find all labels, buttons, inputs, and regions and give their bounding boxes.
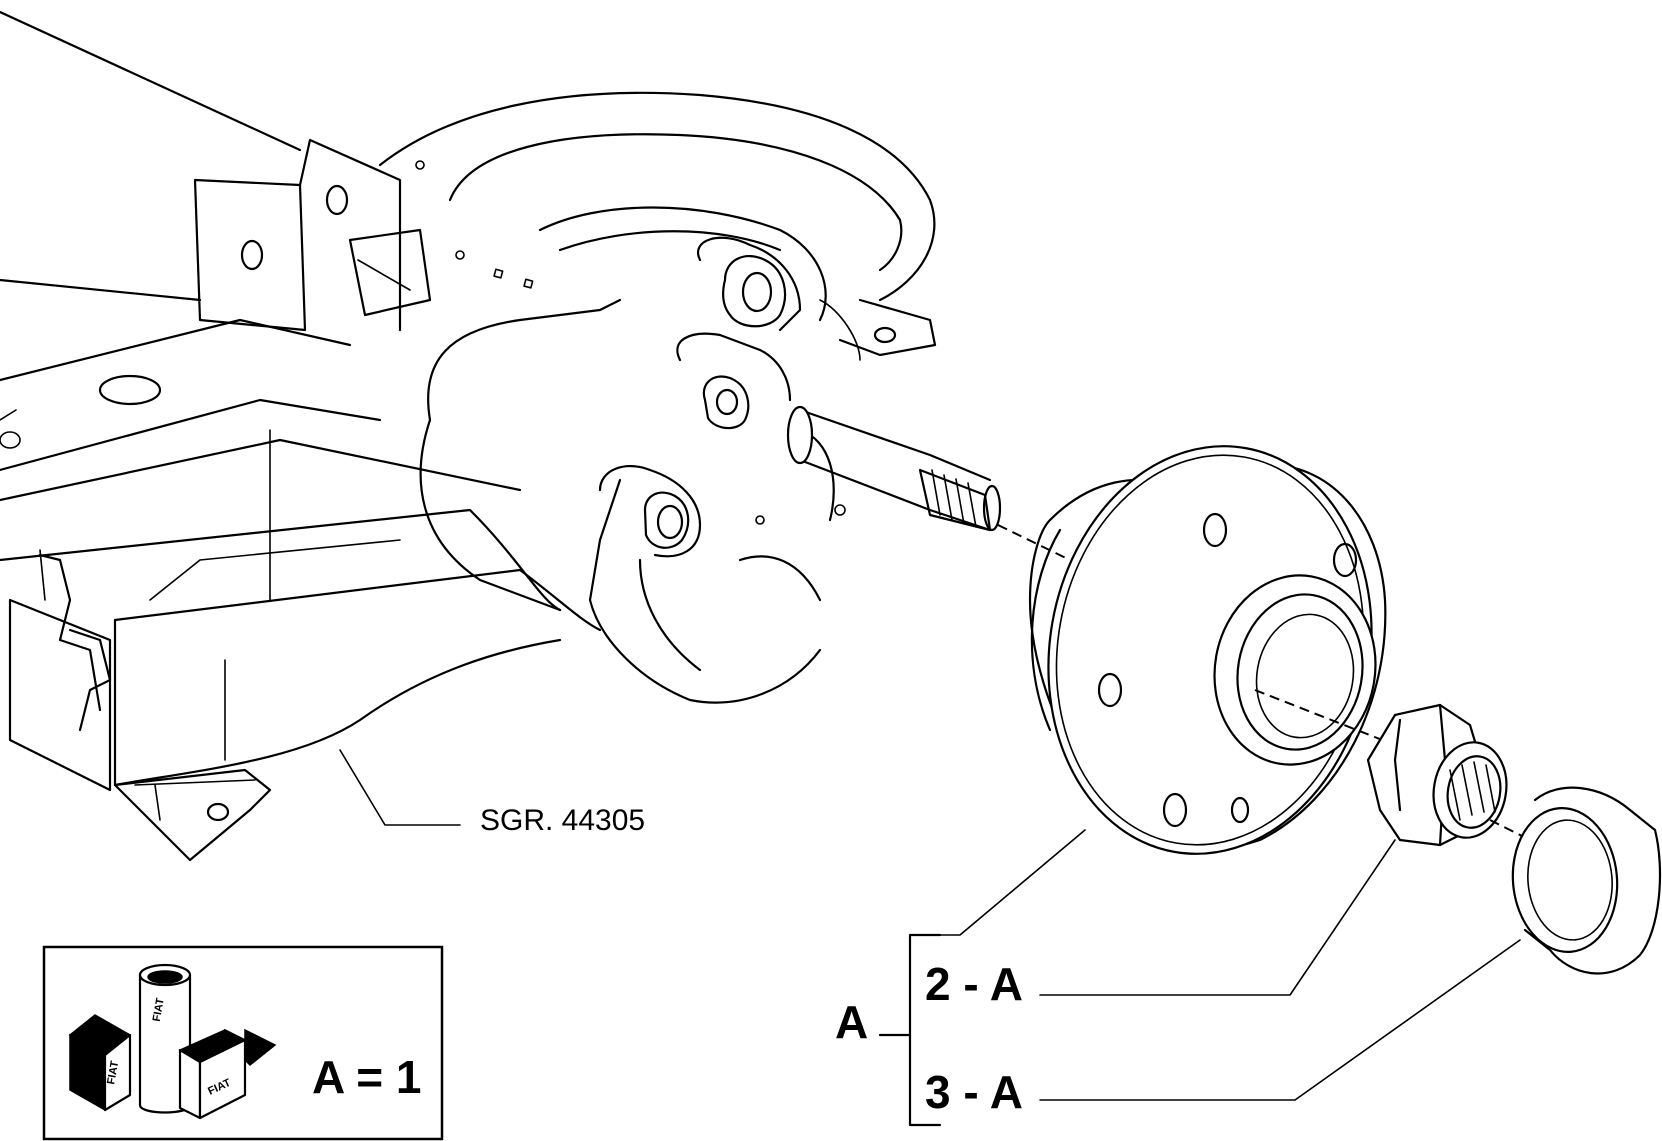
- wheel-hub: [914, 445, 1396, 936]
- kit-item-3a: 3 - A: [925, 1066, 1023, 1118]
- kit-bracket: A 2 - A 3 - A: [835, 933, 1023, 1127]
- rear-axle-assembly: [0, 10, 1071, 862]
- parts-package-icon: FIAT FIAT FIAT: [68, 963, 277, 1120]
- legend-quantity: A = 1: [312, 1051, 422, 1103]
- grease-cap: [1039, 786, 1662, 1101]
- kit-item-2a: 2 - A: [925, 958, 1023, 1010]
- brand-mark-cylinder: FIAT: [151, 997, 167, 1023]
- quantity-legend: FIAT FIAT FIAT A = 1: [42, 945, 444, 1141]
- kit-label: A: [835, 996, 868, 1048]
- reference-code: SGR. 44305: [480, 804, 645, 837]
- brand-mark-box-left: FIAT: [105, 1060, 121, 1086]
- reference-callout: SGR. 44305: [339, 749, 645, 837]
- hub-nut: [1039, 703, 1531, 996]
